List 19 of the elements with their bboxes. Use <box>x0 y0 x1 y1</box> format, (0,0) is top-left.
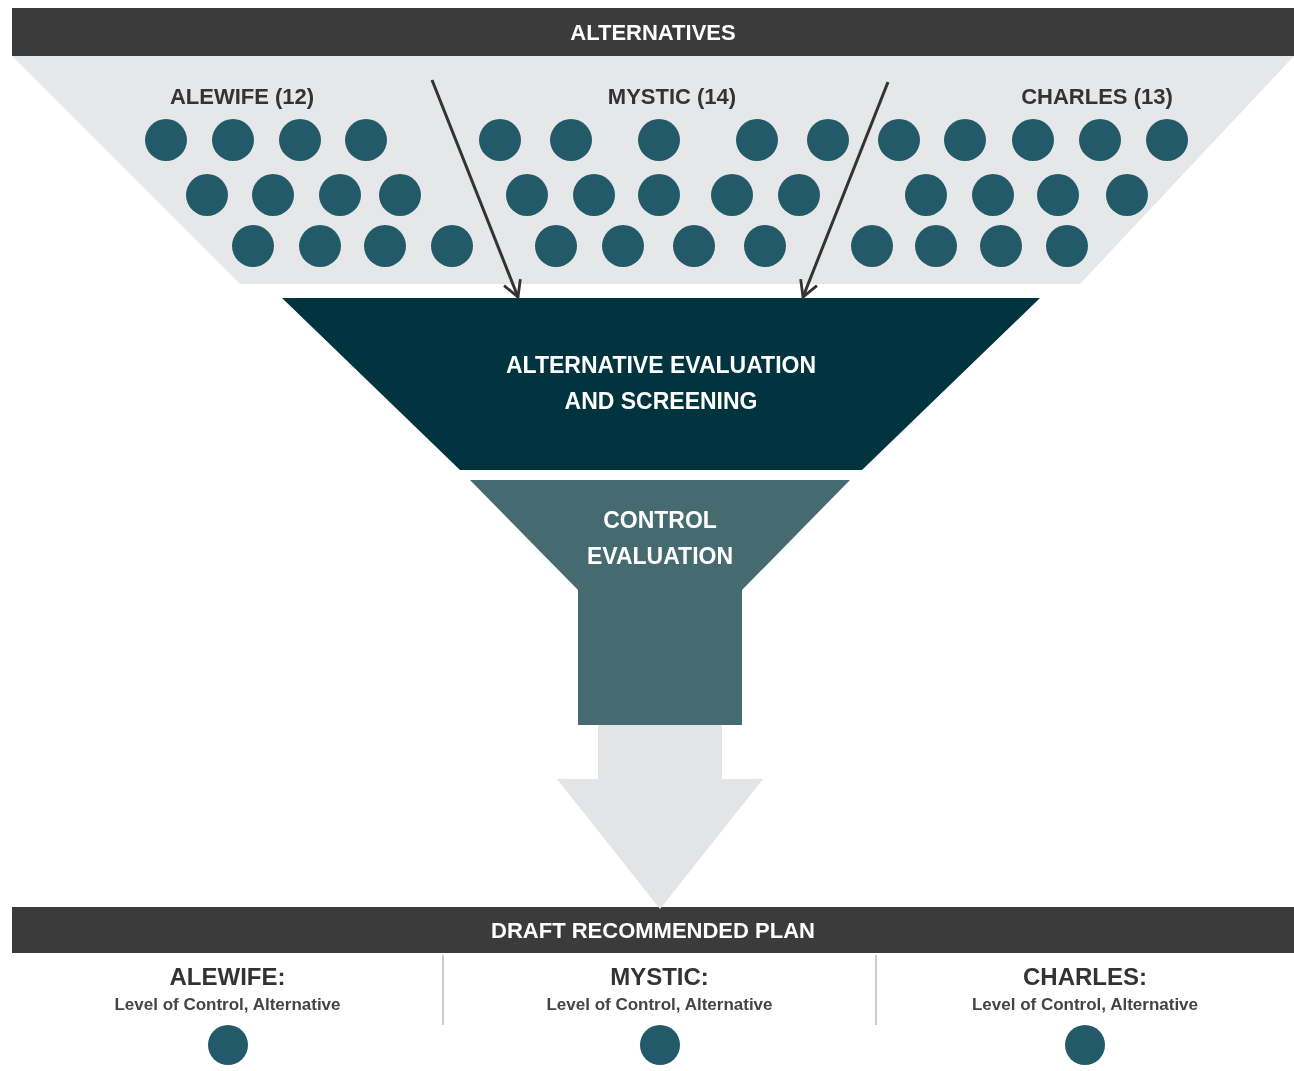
control-funnel <box>470 480 850 725</box>
column-title: MYSTIC: <box>609 963 710 991</box>
column-subtitle: Level of Control, Alternative <box>545 995 774 1015</box>
group-label: CHARLES (13) <box>1020 84 1174 110</box>
stage-title: ALTERNATIVE EVALUATION AND SCREENING <box>504 351 818 416</box>
column-subtitle: Level of Control, Alternative <box>113 995 342 1015</box>
block-arrow <box>557 725 763 909</box>
section-heading: DRAFT RECOMMENDED PLAN <box>490 918 816 944</box>
arrow <box>799 81 890 299</box>
column-title: CHARLES: <box>1022 963 1148 991</box>
funnel-top <box>12 8 1294 284</box>
stage-title: CONTROL EVALUATION <box>585 506 735 571</box>
group-label: ALEWIFE (12) <box>168 84 316 110</box>
group-label: MYSTIC (14) <box>606 84 738 110</box>
arrow <box>430 79 522 299</box>
column-subtitle: Level of Control, Alternative <box>970 995 1200 1015</box>
column-title: ALEWIFE: <box>168 963 287 991</box>
section-heading: ALTERNATIVES <box>569 20 737 46</box>
evaluation-funnel <box>282 298 1040 470</box>
